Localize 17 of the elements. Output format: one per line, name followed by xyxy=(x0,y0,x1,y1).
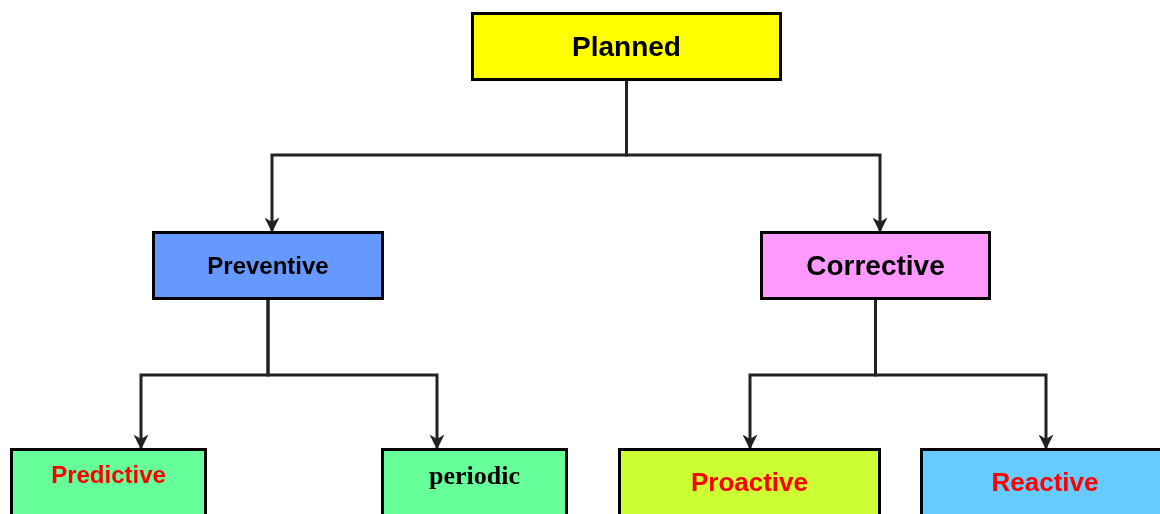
category-box xyxy=(618,448,881,514)
box-label: Planned xyxy=(572,30,681,63)
connector-arrow xyxy=(625,81,888,233)
connector-arrow xyxy=(266,300,445,450)
box-label: Corrective xyxy=(806,249,945,282)
box-label: Predictive xyxy=(51,461,166,489)
category-box xyxy=(920,448,1160,514)
category-box xyxy=(10,448,207,514)
category-box xyxy=(152,231,384,300)
box-label: periodic xyxy=(429,461,520,491)
box-label: Preventive xyxy=(207,251,329,280)
connector-arrow xyxy=(874,300,1054,450)
category-box xyxy=(381,448,568,514)
category-box xyxy=(760,231,991,300)
box-label: Reactive xyxy=(991,467,1099,498)
category-box xyxy=(471,12,782,81)
box-label: Proactive xyxy=(690,467,809,498)
